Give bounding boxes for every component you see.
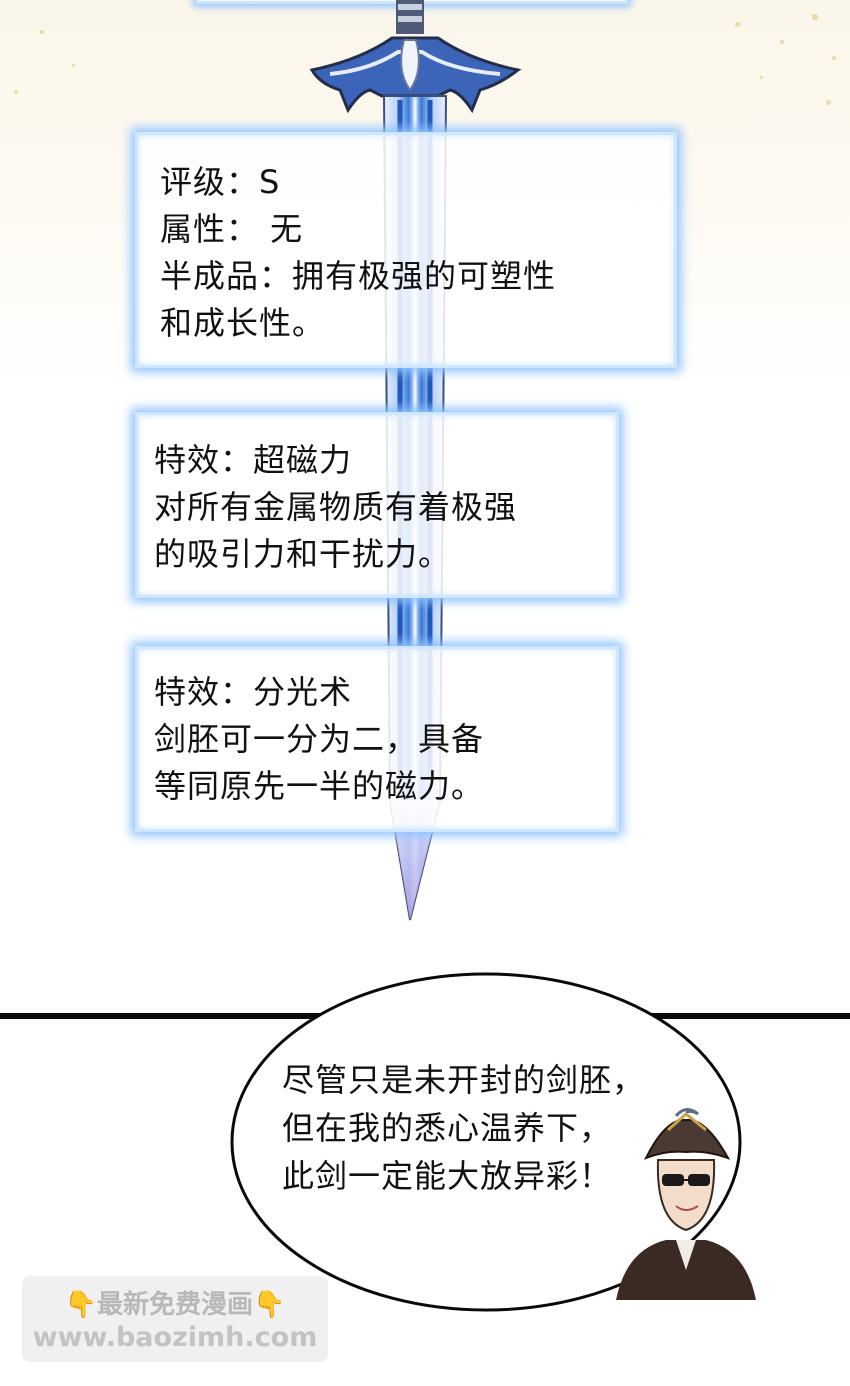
sparkle	[832, 56, 836, 60]
sparkle	[760, 76, 763, 79]
watermark-url: www.baozimh.com	[32, 1322, 318, 1353]
info-line: 剑胚可一分为二，具备	[154, 720, 485, 758]
info-line: 特效：分光术	[154, 673, 353, 711]
info-line: 等同原先一半的磁力。	[154, 767, 485, 805]
character-portrait	[616, 1108, 756, 1300]
pointing-down-icon: 👇	[64, 1290, 97, 1320]
info-line: 属性： 无	[160, 210, 304, 248]
sparkle	[826, 100, 831, 105]
info-line: 特效：超磁力	[154, 441, 353, 479]
watermark-title-text: 最新免费漫画	[96, 1290, 253, 1320]
pointing-down-icon: 👇	[253, 1290, 286, 1320]
watermark: 👇最新免费漫画👇 www.baozimh.com	[22, 1276, 328, 1362]
speech-line: 此剑一定能大放异彩！	[282, 1157, 613, 1195]
info-box-light-split: 特效：分光术 剑胚可一分为二，具备 等同原先一半的磁力。	[135, 646, 619, 832]
sparkle	[812, 14, 818, 20]
speech-line: 尽管只是未开封的剑胚，	[282, 1061, 646, 1099]
info-line: 对所有金属物质有着极强	[154, 488, 518, 526]
info-box-magnetism: 特效：超磁力 对所有金属物质有着极强 的吸引力和干扰力。	[135, 412, 619, 598]
speech-bubble-text: 尽管只是未开封的剑胚， 但在我的悉心温养下， 此剑一定能大放异彩！	[282, 1056, 702, 1200]
info-line: 的吸引力和干扰力。	[154, 535, 452, 573]
speech-line: 但在我的悉心温养下，	[282, 1109, 613, 1147]
upper-panel: 评级：S 属性： 无 半成品：拥有极强的可塑性 和成长性。 特效：超磁力 对所有…	[0, 0, 850, 1015]
sparkle	[735, 22, 740, 27]
info-line: 和成长性。	[160, 304, 326, 342]
info-line: 半成品：拥有极强的可塑性	[160, 257, 557, 295]
info-line: 评级：S	[160, 163, 281, 201]
sparkle	[40, 30, 44, 34]
sparkle	[780, 40, 784, 44]
watermark-title: 👇最新免费漫画👇	[34, 1284, 316, 1321]
info-box-rating: 评级：S 属性： 无 半成品：拥有极强的可塑性 和成长性。	[135, 132, 677, 368]
sparkle	[14, 90, 18, 94]
sparkle	[72, 64, 75, 67]
